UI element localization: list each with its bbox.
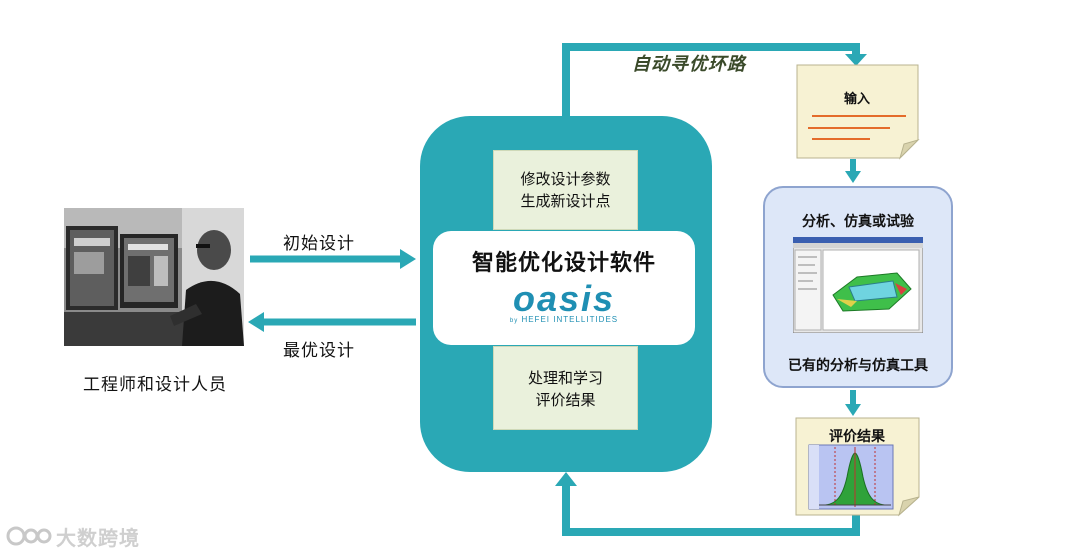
distribution-plot: [808, 444, 894, 510]
analysis-caption: 已有的分析与仿真工具: [788, 358, 928, 374]
engineer-caption: 工程师和设计人员: [83, 375, 227, 395]
oasis-logo-subtitle-text: HEFEI INTELLITIDES: [521, 315, 619, 324]
result-doc-title: 评价结果: [829, 429, 885, 445]
result-document: [795, 417, 920, 517]
auto-loop-top-arrowhead: [845, 54, 867, 66]
watermark-text: 大数跨境: [56, 525, 140, 550]
analysis-to-result-arrowhead: [845, 404, 861, 416]
input-to-analysis-arrowhead: [845, 171, 861, 183]
watermark: 大数跨境: [6, 520, 140, 552]
software-title: 智能优化设计软件: [471, 251, 656, 276]
initial-design-arrowhead: [400, 249, 416, 269]
analysis-title: 分析、仿真或试验: [802, 214, 914, 230]
auto-loop-bottom-arrowhead: [555, 472, 577, 486]
oasis-logo-subtitle-prefix: by: [509, 318, 519, 324]
modify-params-line1: 修改设计参数: [520, 170, 611, 188]
auto-loop-top-line: [562, 43, 860, 120]
optimal-design-label: 最优设计: [283, 341, 355, 361]
watermark-logo-icon: [6, 526, 52, 546]
modify-params-line2: 生成新设计点: [520, 192, 611, 210]
simulation-screenshot: [793, 237, 923, 333]
engineer-photo: [64, 208, 244, 346]
process-learn-line2: 评价结果: [535, 391, 596, 409]
initial-design-label: 初始设计: [283, 234, 355, 254]
software-title-box: 智能优化设计软件 oasis by HEFEI INTELLITIDES: [433, 231, 695, 345]
input-document: [796, 64, 920, 160]
oasis-logo-text: oasis: [512, 278, 616, 319]
oasis-logo-subtitle: by HEFEI INTELLITIDES: [433, 315, 695, 324]
oasis-logo: oasis: [433, 281, 695, 317]
input-doc-title: 输入: [843, 92, 870, 107]
process-learn-line1: 处理和学习: [527, 369, 603, 387]
auto-loop-label: 自动寻优环路: [632, 54, 746, 75]
modify-params-box: 修改设计参数 生成新设计点: [493, 150, 638, 230]
process-learn-box: 处理和学习 评价结果: [493, 346, 638, 430]
engineer-illustration: [64, 208, 244, 346]
analysis-panel: 分析、仿真或试验 已有的分析与仿真工具: [763, 186, 953, 388]
optimal-design-arrowhead: [248, 312, 264, 332]
auto-loop-bottom-line: [562, 484, 860, 536]
